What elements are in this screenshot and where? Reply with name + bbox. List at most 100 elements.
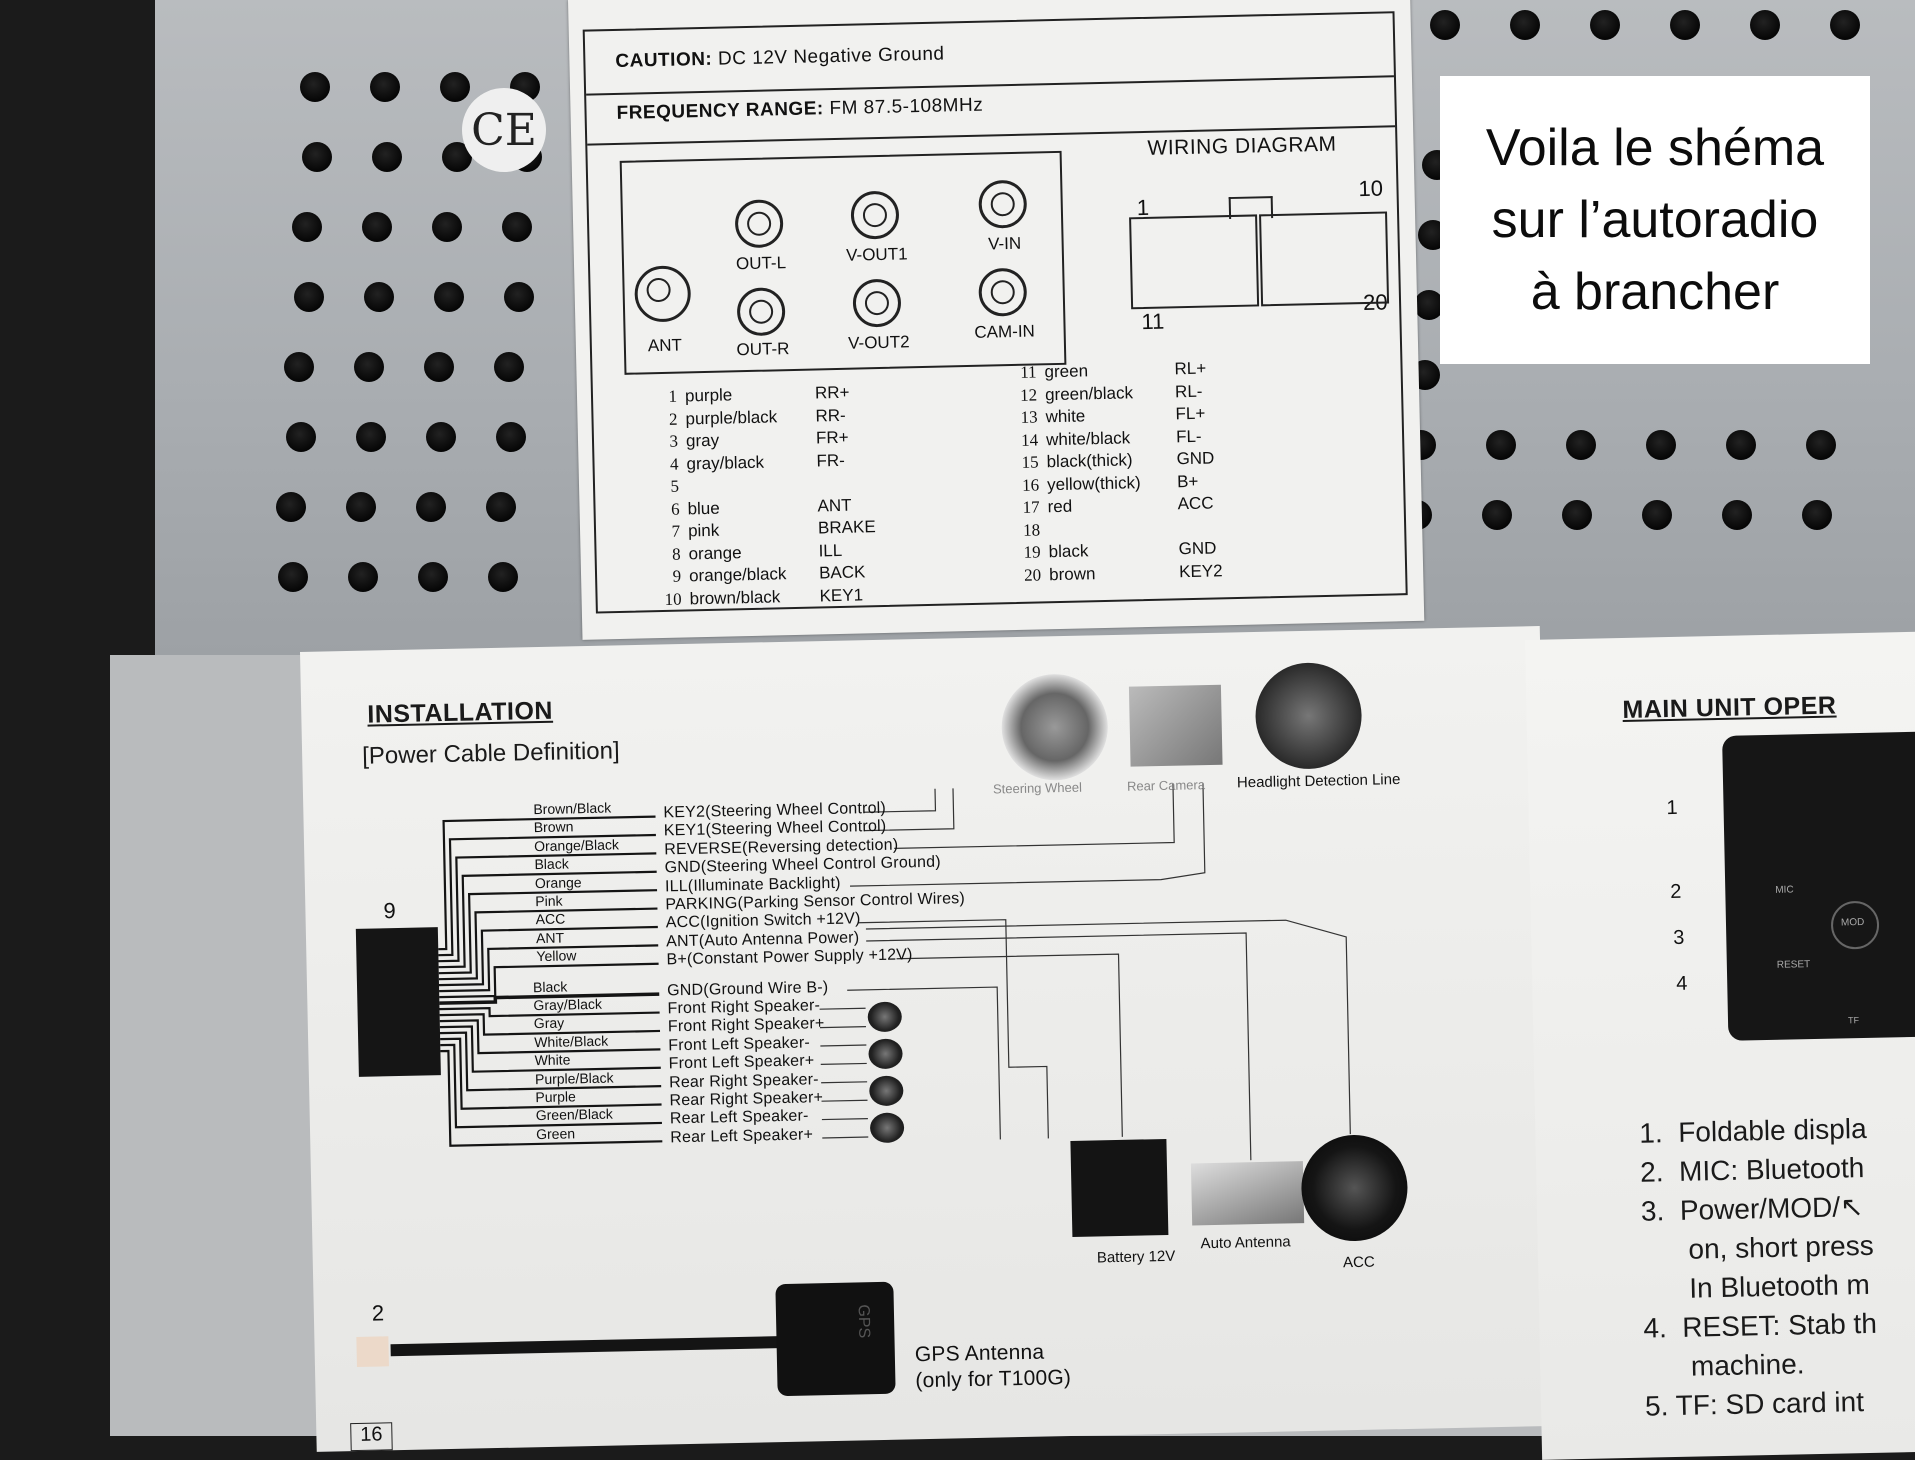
pin-function: B+: [1176, 471, 1199, 491]
main-unit-title: MAIN UNIT OPER: [1622, 691, 1837, 724]
socket-label: ANT: [647, 335, 683, 356]
caution-key: CAUTION:: [615, 48, 713, 72]
out-r-socket-icon: [736, 287, 786, 337]
installation-page: INSTALLATION [Power Cable Definition] 9 …: [300, 626, 1557, 1452]
wire-color-label: Black: [532, 978, 568, 995]
pin-number: 13: [1020, 407, 1038, 427]
pin-number: 10: [664, 589, 682, 609]
pin-function: ANT: [817, 495, 852, 515]
wire-color: black(thick): [1046, 450, 1133, 472]
pin-number: 2: [668, 409, 678, 429]
rear-camera-label: Rear Camera: [1126, 777, 1206, 794]
rear-camera-icon: [1128, 684, 1223, 767]
vent-hole: [1726, 430, 1756, 460]
operation-item: on, short press: [1641, 1229, 1874, 1266]
connection-leader: [850, 783, 1206, 887]
harness-wire: [438, 889, 658, 975]
wiring-diagram-title: WIRING DIAGRAM: [1147, 132, 1337, 160]
v-in-socket-icon: [978, 179, 1028, 229]
wire-color-label: ACC: [535, 910, 566, 928]
harness-wires: [438, 783, 1351, 1161]
pin-number: 7: [671, 521, 681, 541]
harness-wire: [439, 962, 659, 999]
vent-hole: [1414, 290, 1444, 320]
vent-hole: [278, 562, 308, 592]
harness-wire: [439, 1031, 662, 1092]
vent-hole: [1646, 430, 1676, 460]
vent-hole: [434, 282, 464, 312]
harness-wire: [438, 815, 656, 951]
wire-color: white: [1045, 406, 1086, 427]
harness-wire: [438, 833, 656, 957]
vent-hole: [1802, 500, 1832, 530]
tf-label: TF: [1847, 1015, 1860, 1026]
wire-color: purple/black: [685, 406, 778, 428]
pin-number: 20: [1023, 564, 1042, 585]
pin-function: GND: [1178, 538, 1217, 559]
pin-number: 18: [1022, 519, 1041, 540]
harness-wire: [438, 870, 657, 969]
socket-label: V-OUT2: [847, 332, 910, 353]
pin-number: 15: [1021, 452, 1039, 472]
acc-label: ACC: [1342, 1253, 1375, 1272]
divider: [586, 75, 1394, 96]
speaker-leader: [821, 1118, 868, 1121]
harness-wire: [439, 992, 660, 1005]
main-unit-page: MAIN UNIT OPER MIC MOD RESET TF VO 1 2 3…: [1525, 631, 1915, 1460]
wire-color: orange/black: [688, 564, 787, 586]
socket-label: OUT-L: [735, 253, 787, 274]
vent-hole: [294, 282, 324, 312]
vent-hole: [426, 422, 456, 452]
vent-hole: [370, 72, 400, 102]
pin-function: RR+: [814, 382, 850, 403]
pin-number: 17: [1022, 497, 1040, 517]
vent-hole: [362, 212, 392, 242]
harness-wire: [438, 852, 657, 963]
v-out2-socket-icon: [852, 278, 902, 328]
wire-function-label: Rear Left Speaker-: [669, 1107, 809, 1128]
battery-icon: [1070, 1138, 1169, 1237]
operation-item: 5. TF: SD card int: [1644, 1386, 1865, 1422]
wire-color-label: Black: [534, 855, 569, 873]
connection-leader: [863, 788, 937, 813]
wire-color: [687, 488, 817, 491]
vent-hole: [284, 352, 314, 382]
pin-number: 6: [670, 499, 680, 519]
connection-leader: [857, 919, 1049, 1139]
harness-wire: [439, 1006, 660, 1018]
speaker-leader: [822, 1136, 869, 1139]
vent-hole: [1566, 430, 1596, 460]
caution-line: CAUTION: DC 12V Negative Ground: [615, 43, 945, 72]
harness-wire: [439, 1019, 661, 1055]
cam-in-socket-icon: [978, 267, 1028, 317]
vent-hole: [440, 72, 470, 102]
pin-number: 5: [670, 476, 680, 496]
wire-color-label: Purple/Black: [534, 1069, 614, 1087]
pin-function: ILL: [818, 540, 843, 560]
iso-connector-icon: [1129, 193, 1391, 310]
vent-hole: [1722, 500, 1752, 530]
socket-label: OUT-R: [736, 339, 790, 360]
vent-hole: [1642, 500, 1672, 530]
socket-label: CAM-IN: [974, 321, 1036, 342]
harness-wire: [439, 1025, 661, 1073]
vent-hole: [418, 562, 448, 592]
rca-socket-panel: ANT OUT-L OUT-R V-OUT1 V-OUT2 V-IN CAM-I…: [619, 150, 1067, 375]
vent-hole: [1830, 10, 1860, 40]
mic-label: MIC: [1775, 884, 1794, 896]
pin-number: 16: [1021, 474, 1040, 495]
wire-color: purple: [684, 385, 733, 406]
gps-text: GPS: [854, 1304, 873, 1339]
gps-antenna-icon: GPS: [775, 1281, 896, 1397]
pin-number: 1: [668, 386, 678, 406]
gps-antenna-label: GPS Antenna: [914, 1340, 1045, 1367]
wire-color: yellow(thick): [1046, 472, 1141, 494]
socket-label: V-OUT1: [845, 244, 908, 265]
vent-hole: [488, 562, 518, 592]
wire-color: [1048, 532, 1178, 535]
wire-color-label: Purple: [535, 1088, 577, 1106]
wire-function-label: Rear Left Speaker+: [670, 1126, 814, 1147]
reset-label: RESET: [1776, 959, 1811, 971]
